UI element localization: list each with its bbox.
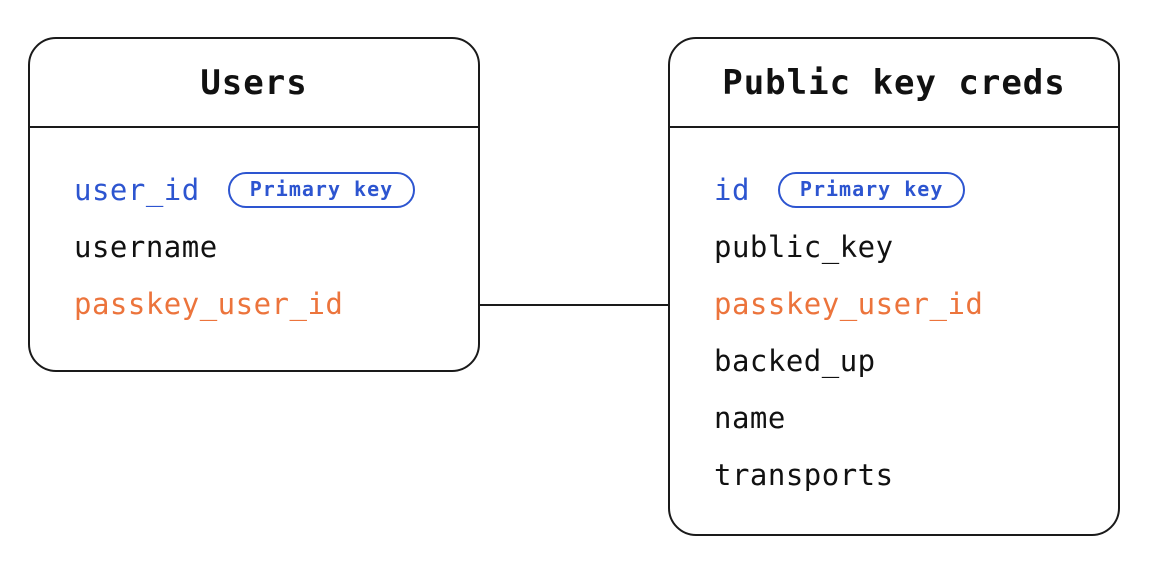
field-name: username	[74, 229, 218, 264]
primary-key-badge: Primary key	[777, 171, 966, 208]
table-users-body: user_id Primary key username passkey_use…	[30, 128, 478, 332]
field-name: passkey_user_id	[74, 286, 344, 321]
field-row-user-id: user_id Primary key	[74, 161, 436, 218]
field-row-name: name	[714, 389, 1076, 446]
primary-key-badge: Primary key	[227, 171, 416, 208]
field-row-username: username	[74, 218, 436, 275]
field-row-transports: transports	[714, 446, 1076, 503]
field-row-id: id Primary key	[714, 161, 1076, 218]
field-name: backed_up	[714, 343, 876, 378]
field-row-public-key: public_key	[714, 218, 1076, 275]
field-row-passkey-user-id: passkey_user_id	[74, 275, 436, 332]
table-public-key-creds-header: Public key creds	[670, 39, 1118, 128]
field-name: name	[714, 400, 786, 435]
field-name: transports	[714, 457, 894, 492]
table-title: Public key creds	[722, 62, 1066, 103]
table-public-key-creds-body: id Primary key public_key passkey_user_i…	[670, 128, 1118, 503]
table-users: Users user_id Primary key username passk…	[28, 37, 480, 372]
field-row-passkey-user-id: passkey_user_id	[714, 275, 1076, 332]
table-public-key-creds: Public key creds id Primary key public_k…	[668, 37, 1120, 536]
table-title: Users	[200, 62, 308, 103]
field-name: id	[714, 172, 750, 207]
field-name: public_key	[714, 229, 894, 264]
relationship-line	[480, 304, 668, 306]
field-name: passkey_user_id	[714, 286, 984, 321]
table-users-header: Users	[30, 39, 478, 128]
field-row-backed-up: backed_up	[714, 332, 1076, 389]
field-name: user_id	[74, 172, 200, 207]
